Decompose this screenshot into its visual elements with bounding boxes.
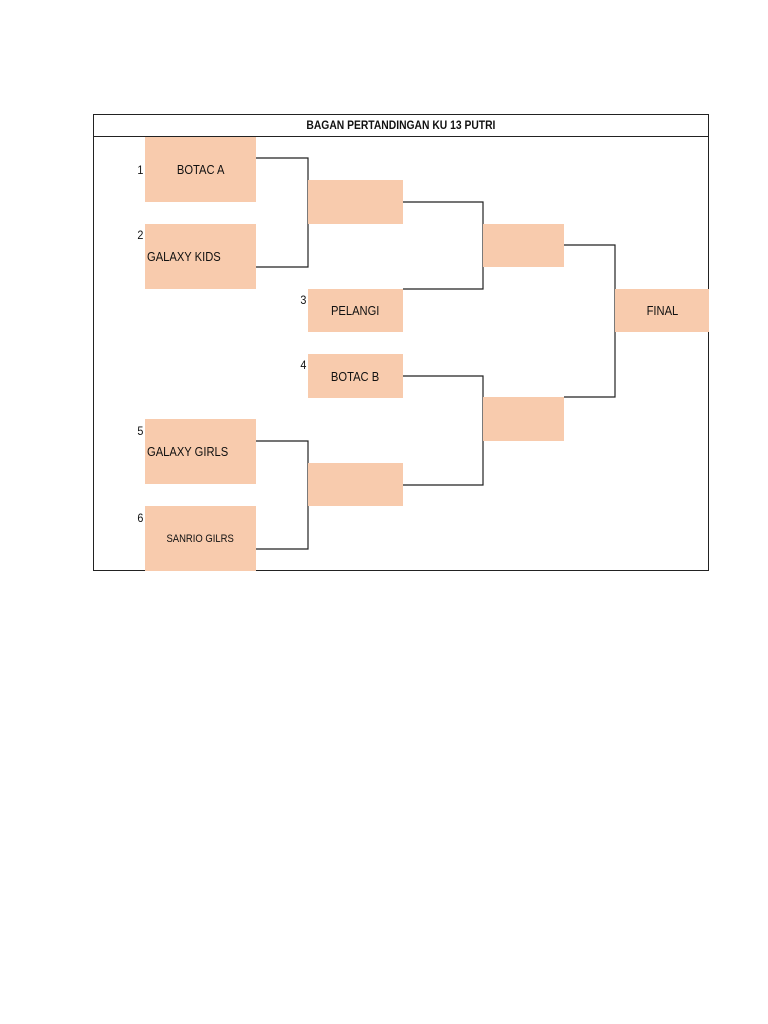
team-name-4: BOTAC B (331, 368, 380, 384)
connector-semis-final (564, 244, 616, 398)
team-box-6: SANRIO GILRS (145, 506, 256, 571)
seed-number-4: 4 (300, 358, 307, 372)
seed-number-2: 2 (137, 228, 144, 242)
team-box-4: BOTAC B (308, 354, 403, 398)
connector-botacb-qf2 (403, 375, 484, 486)
quarter-winner-box-2 (308, 463, 403, 506)
semi-winner-box-1 (483, 224, 564, 267)
team-box-5: GALAXY GIRLS (145, 419, 256, 484)
team-name-3: PELANGI (331, 303, 380, 318)
connector-qf1-pelangi (403, 201, 484, 290)
final-label: FINAL (646, 303, 678, 318)
seed-number-5: 5 (137, 424, 144, 438)
seed-number-6: 6 (137, 511, 144, 525)
team-name-1: BOTAC A (176, 162, 225, 177)
title-row: BAGAN PERTANDINGAN KU 13 PUTRI (93, 114, 709, 137)
seed-number-3: 3 (300, 293, 307, 307)
bracket-title: BAGAN PERTANDINGAN KU 13 PUTRI (306, 118, 496, 132)
seed-number-1: 1 (137, 163, 144, 177)
team-box-1: BOTAC A (145, 137, 256, 202)
semi-winner-box-2 (483, 397, 564, 441)
team-name-5: GALAXY GIRLS (147, 444, 229, 459)
team-box-2: GALAXY KIDS (145, 224, 256, 289)
bracket-frame (93, 114, 709, 571)
connector-1-2 (256, 157, 309, 268)
team-name-2: GALAXY KIDS (147, 249, 221, 264)
team-box-3: PELANGI (308, 289, 403, 332)
team-name-6: SANRIO GILRS (166, 532, 235, 545)
final-box: FINAL (615, 289, 709, 332)
connector-5-6 (256, 440, 309, 550)
quarter-winner-box-1 (308, 180, 403, 224)
